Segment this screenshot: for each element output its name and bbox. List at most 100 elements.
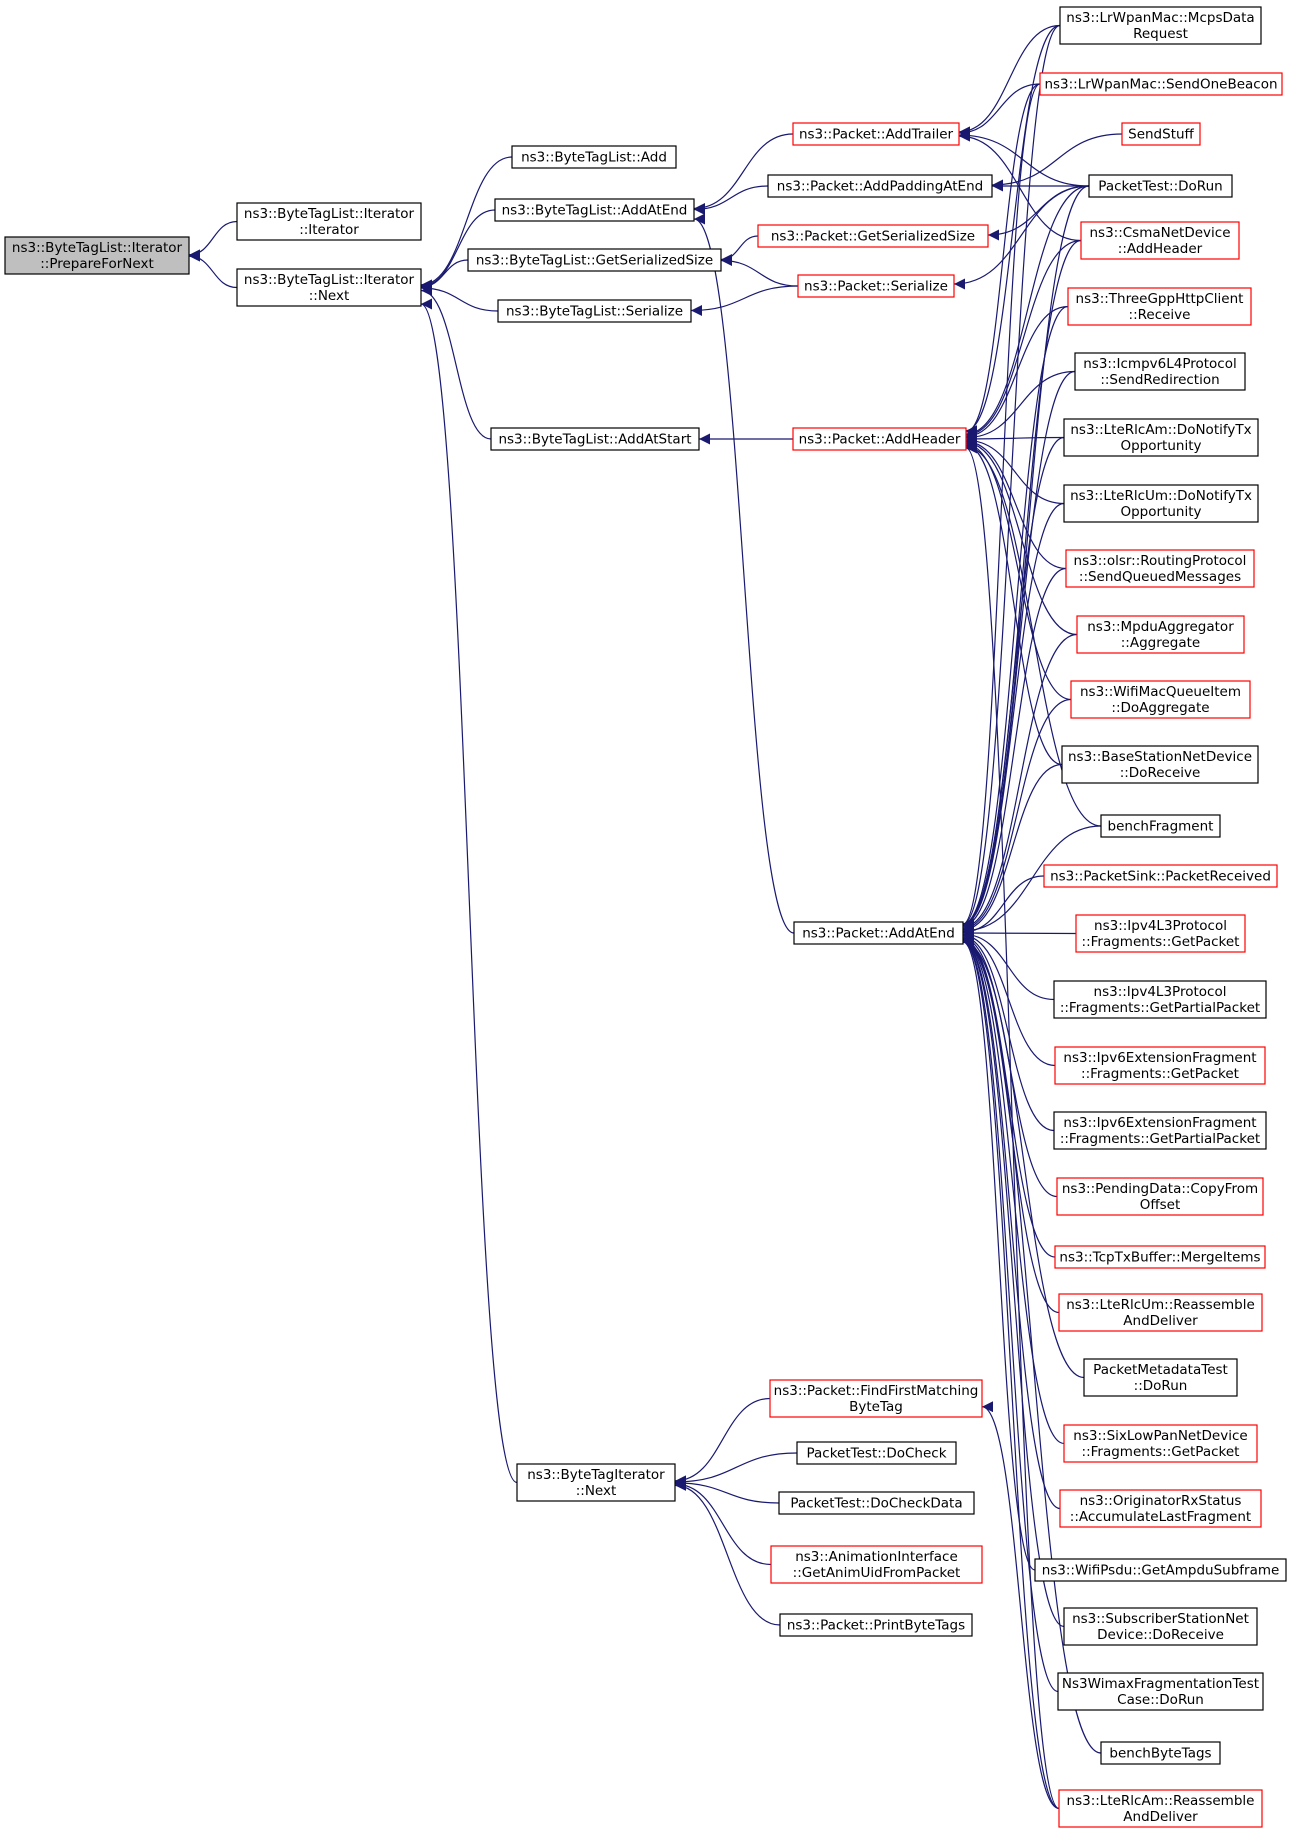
node-ns3-packet-printbytetags[interactable]: ns3::Packet::PrintByteTags <box>779 1613 973 1637</box>
node-ns3-olsr-routingprotocol-sendqueuedmessages[interactable]: ns3::olsr::RoutingProtocol::SendQueuedMe… <box>1065 549 1255 588</box>
node-ns3-bytetaglist-addatstart[interactable]: ns3::ByteTagList::AddAtStart <box>490 427 700 451</box>
node-ns3-packet-addpaddingatend[interactable]: ns3::Packet::AddPaddingAtEnd <box>767 174 993 198</box>
node-ns3-ipv6extensionfragment-fragments-getpacket[interactable]: ns3::Ipv6ExtensionFragment::Fragments::G… <box>1054 1046 1266 1085</box>
edge-n23-to-n12 <box>953 185 1090 290</box>
node-ns3-bytetaglist-iterator-next[interactable]: ns3::ByteTagList::Iterator::Next <box>236 268 422 307</box>
node-box <box>779 1613 973 1637</box>
node-ns3-bytetaglist-iterator-preparefornext[interactable]: ns3::ByteTagList::Iterator::PrepareForNe… <box>4 236 190 275</box>
node-benchfragment[interactable]: benchFragment <box>1100 814 1221 838</box>
edge-n36-to-n14 <box>962 928 1055 1001</box>
node-ns3-packet-serialize[interactable]: ns3::Packet::Serialize <box>797 274 955 298</box>
node-box <box>490 427 700 451</box>
node-ns3-packet-addheader[interactable]: ns3::Packet::AddHeader <box>792 427 967 451</box>
node-label-line: Opportunity <box>1120 504 1201 520</box>
node-ns3-sixlowpannetdevice-fragments-getpacket[interactable]: ns3::SixLowPanNetDevice::Fragments::GetP… <box>1063 1424 1258 1463</box>
node-packettest-docheck[interactable]: PacketTest::DoCheck <box>796 1441 957 1465</box>
edge-n18-to-n8 <box>674 1478 772 1566</box>
node-packetmetadatatest-dorun[interactable]: PacketMetadataTest::DoRun <box>1083 1358 1238 1397</box>
node-packettest-docheckdata[interactable]: PacketTest::DoCheckData <box>778 1491 975 1515</box>
node-label-line: ns3::ByteTagList::GetSerializedSize <box>476 253 713 269</box>
node-ns3-wifimacqueueitem-doaggregate[interactable]: ns3::WifiMacQueueItem::DoAggregate <box>1070 680 1251 719</box>
edge-n6-to-n2 <box>420 282 499 312</box>
node-label-line: ns3::WifiPsdu::GetAmpduSubframe <box>1042 1563 1280 1579</box>
node-label-line: ns3::BaseStationNetDevice <box>1068 749 1252 765</box>
node-ns3-lrwpanmac-sendonebeacon[interactable]: ns3::LrWpanMac::SendOneBeacon <box>1039 72 1283 96</box>
node-label-line: ns3::LteRlcAm::Reassemble <box>1067 1793 1255 1809</box>
node-label-line: ns3::ByteTagList::Iterator <box>12 240 183 256</box>
node-ns3-packet-getserializedsize[interactable]: ns3::Packet::GetSerializedSize <box>757 224 989 248</box>
edge-n27-to-n14 <box>962 436 1065 930</box>
node-box <box>757 224 989 248</box>
node-sendstuff[interactable]: SendStuff <box>1121 122 1201 146</box>
node-ns3-bytetaglist-getserializedsize[interactable]: ns3::ByteTagList::GetSerializedSize <box>467 248 722 272</box>
node-ns3-bytetagiterator-next[interactable]: ns3::ByteTagIterator::Next <box>516 1463 676 1502</box>
node-ns3-ipv6extensionfragment-fragments-getpartialpacket[interactable]: ns3::Ipv6ExtensionFragment::Fragments::G… <box>1053 1111 1267 1150</box>
node-label-line: PacketTest::DoCheck <box>806 1446 946 1462</box>
edge-n27-to-n13 <box>965 433 1065 445</box>
node-box <box>1053 980 1267 1019</box>
node-box <box>1080 221 1240 260</box>
edge-n8-to-n2 <box>420 298 518 1484</box>
node-ns3-originatorrxstatus-accumulatelastfragment[interactable]: ns3::OriginatorRxStatus::AccumulateLastF… <box>1059 1489 1262 1528</box>
edge-n2-to-n0 <box>188 250 238 289</box>
node-box <box>1058 1293 1263 1332</box>
node-label-line: ns3::TcpTxBuffer::MergeItems <box>1059 1250 1260 1266</box>
node-ns3-icmpv6l4protocol-sendredirection[interactable]: ns3::Icmpv6L4Protocol::SendRedirection <box>1074 352 1246 391</box>
node-ns3-ipv4l3protocol-fragments-getpartialpacket[interactable]: ns3::Ipv4L3Protocol::Fragments::GetParti… <box>1053 980 1267 1019</box>
node-box <box>1063 418 1259 457</box>
node-label-line: AndDeliver <box>1123 1809 1198 1825</box>
node-ns3-animationinterface-getanimuidfrompacket[interactable]: ns3::AnimationInterface::GetAnimUidFromP… <box>770 1545 983 1584</box>
node-label-line: ::AccumulateLastFragment <box>1070 1509 1251 1525</box>
node-label-line: ::Aggregate <box>1121 635 1200 651</box>
node-ns3-packetsink-packetreceived[interactable]: ns3::PacketSink::PacketReceived <box>1043 864 1278 888</box>
node-label-line: ns3::ByteTagList::AddAtEnd <box>502 203 688 219</box>
node-label-line: ::SendRedirection <box>1100 372 1219 388</box>
node-label-line: ::Fragments::GetPartialPacket <box>1060 1131 1260 1147</box>
edge-n49-to-n14 <box>962 936 1060 1810</box>
node-label-line: ns3::LrWpanMac::McpsData <box>1066 10 1254 26</box>
edge-n31-to-n14 <box>962 698 1072 934</box>
node-ns3-threegpphttpclient-receive[interactable]: ns3::ThreeGppHttpClient::Receive <box>1067 287 1252 326</box>
node-box <box>1061 745 1259 784</box>
node-ns3-bytetaglist-iterator-iterator[interactable]: ns3::ByteTagList::Iterator::Iterator <box>236 202 422 241</box>
node-ns3-bytetaglist-addatend[interactable]: ns3::ByteTagList::AddAtEnd <box>494 198 695 222</box>
node-label-line: ::SendQueuedMessages <box>1079 569 1241 585</box>
node-layer: ns3::ByteTagList::Iterator::PrepareForNe… <box>4 6 1287 1828</box>
node-box <box>1054 1245 1266 1269</box>
node-ns3-basestationnetdevice-doreceive[interactable]: ns3::BaseStationNetDevice::DoReceive <box>1061 745 1259 784</box>
node-box <box>1100 1741 1221 1765</box>
edge-n22-to-n10 <box>991 133 1123 191</box>
node-label-line: ns3::WifiMacQueueItem <box>1080 684 1241 700</box>
node-box <box>494 198 695 222</box>
node-box <box>1043 864 1278 888</box>
node-label-line: PacketTest::DoCheckData <box>790 1496 962 1512</box>
node-ns3-subscriberstationnet-device-doreceive[interactable]: ns3::SubscriberStationNetDevice::DoRecei… <box>1063 1607 1258 1646</box>
node-label-line: ns3::ThreeGppHttpClient <box>1076 291 1244 307</box>
node-ns3-packet-addatend[interactable]: ns3::Packet::AddAtEnd <box>793 921 964 945</box>
node-ns3-packet-addtrailer[interactable]: ns3::Packet::AddTrailer <box>792 122 960 146</box>
edge-n24-to-n9 <box>958 130 1082 242</box>
node-ns3-wifipsdu-getampdusubframe[interactable]: ns3::WifiPsdu::GetAmpduSubframe <box>1034 1558 1287 1582</box>
node-ns3-bytetaglist-serialize[interactable]: ns3::ByteTagList::Serialize <box>497 299 692 323</box>
node-packettest-dorun[interactable]: PacketTest::DoRun <box>1088 174 1233 198</box>
node-ns3-tcptxbuffer-mergeitems[interactable]: ns3::TcpTxBuffer::MergeItems <box>1054 1245 1266 1269</box>
edge-n4-to-n2 <box>420 209 496 292</box>
edge-n30-to-n14 <box>962 633 1078 933</box>
node-label-line: ns3::CsmaNetDevice <box>1089 225 1230 241</box>
node-ns3-ipv4l3protocol-fragments-getpacket[interactable]: ns3::Ipv4L3Protocol::Fragments::GetPacke… <box>1075 914 1246 953</box>
node-benchbytetags[interactable]: benchByteTags <box>1100 1741 1221 1765</box>
edge-n10-to-n4 <box>693 185 769 216</box>
edge-n42-to-n14 <box>962 936 1085 1379</box>
node-ns3-bytetaglist-add[interactable]: ns3::ByteTagList::Add <box>511 145 677 169</box>
node-ns3-csmanetdevice-addheader[interactable]: ns3::CsmaNetDevice::AddHeader <box>1080 221 1240 260</box>
node-label-line: ::Fragments::GetPacket <box>1081 1066 1239 1082</box>
node-ns3-mpduaggregator-aggregate[interactable]: ns3::MpduAggregator::Aggregate <box>1076 615 1245 654</box>
